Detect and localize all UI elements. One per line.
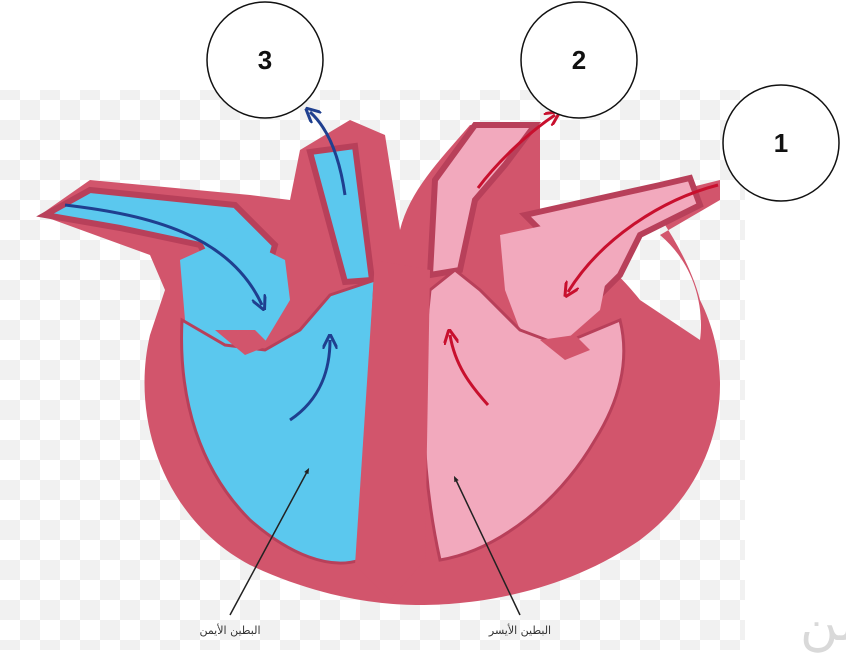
label-right-ventricle: البطين الأيمن (199, 623, 260, 637)
callout-2-number: 2 (572, 45, 586, 75)
label-left-ventricle: البطين الأيسر (488, 623, 551, 637)
callout-1: 1 (723, 85, 839, 201)
callout-2: 2 (521, 2, 637, 118)
callout-3-number: 3 (258, 45, 272, 75)
callout-1-number: 1 (774, 128, 788, 158)
watermark-text: تم تحميل هذا الملف من (800, 593, 846, 653)
callout-3: 3 (207, 2, 323, 118)
